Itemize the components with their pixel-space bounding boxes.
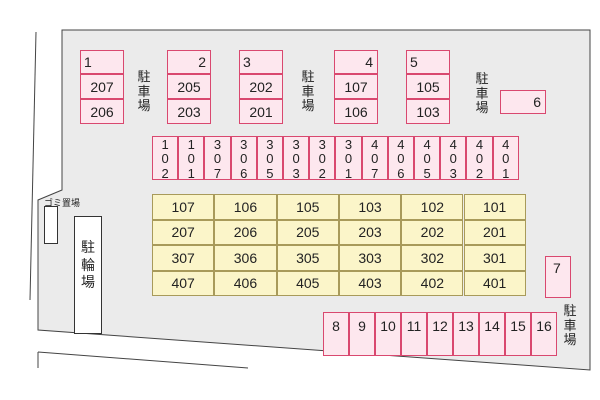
- parking-room-205: 205: [167, 74, 211, 99]
- parking-room-202: 202: [239, 74, 283, 99]
- room-105: 105: [276, 194, 339, 220]
- parking-slot-number: 7: [553, 260, 561, 276]
- parking-label-3: 駐車場: [475, 71, 489, 116]
- parking-slot-15: 15: [505, 312, 531, 356]
- room-307: 307: [152, 245, 215, 271]
- road-edge-bottom: [37, 351, 249, 369]
- garbage-area-label: ゴミ置場: [44, 198, 81, 208]
- parking-slot-10: 10: [375, 312, 401, 356]
- room-206: 206: [214, 219, 277, 245]
- parking-slot-number: 5: [410, 54, 418, 70]
- parking-slot-7: 7: [545, 256, 571, 298]
- bicycle-parking: 駐輪場: [74, 216, 102, 334]
- parking-label-1: 駐車場: [137, 69, 151, 114]
- room-403: 403: [338, 270, 402, 296]
- parking-room-105: 105: [406, 74, 450, 99]
- room-303: 303: [338, 245, 402, 271]
- room-402: 402: [401, 270, 464, 296]
- parking-slot-2: 2: [167, 50, 211, 74]
- parking-slot-3: 3: [239, 50, 283, 74]
- parking-slot-9: 9: [349, 312, 375, 356]
- room-301: 301: [463, 245, 526, 271]
- parking-slot-8: 8: [323, 312, 349, 356]
- room-101: 101: [463, 194, 526, 220]
- parking-slot-4: 4: [334, 50, 378, 74]
- parking-slot-number: 6: [533, 94, 541, 110]
- road-edge-left: [29, 31, 37, 301]
- room-203: 203: [338, 219, 402, 245]
- room-407: 407: [152, 270, 215, 296]
- bicycle-parking-label: 駐輪場: [81, 239, 95, 290]
- room-302: 302: [401, 245, 464, 271]
- parking-slot-11: 11: [401, 312, 427, 356]
- room-103: 103: [338, 194, 402, 220]
- parking-label-2: 駐車場: [301, 69, 315, 114]
- room-106: 106: [214, 194, 277, 220]
- parking-slot-number: 1: [84, 54, 92, 70]
- parking-label-4: 駐車場: [563, 303, 577, 348]
- parking-room-103: 103: [406, 99, 450, 124]
- parking-room-201: 201: [239, 99, 283, 124]
- parking-slot-5: 5: [406, 50, 450, 74]
- garbage-area: [44, 206, 58, 244]
- room-405: 405: [276, 270, 339, 296]
- room-107: 107: [152, 194, 215, 220]
- room-102: 102: [401, 194, 464, 220]
- parking-slot-14: 14: [479, 312, 505, 356]
- room-207: 207: [152, 219, 215, 245]
- parking-slot-12: 12: [427, 312, 453, 356]
- parking-slot-number: 4: [365, 54, 373, 70]
- parking-slot-13: 13: [453, 312, 479, 356]
- parking-slot-1: 1: [80, 50, 124, 74]
- parking-slot-number: 2: [198, 54, 206, 70]
- parking-slot-6: 6: [500, 90, 546, 114]
- room-202: 202: [401, 219, 464, 245]
- room-401: 401: [463, 270, 526, 296]
- room-406: 406: [214, 270, 277, 296]
- parking-slot-number: 3: [243, 54, 251, 70]
- room-306: 306: [214, 245, 277, 271]
- parking-room-207: 207: [80, 74, 124, 99]
- parking-room-203: 203: [167, 99, 211, 124]
- parking-slot-16: 16: [531, 312, 557, 356]
- parking-room-206: 206: [80, 99, 124, 124]
- parking-room-106: 106: [334, 99, 378, 124]
- room-305: 305: [276, 245, 339, 271]
- room-201: 201: [463, 219, 526, 245]
- parking-room-107: 107: [334, 74, 378, 99]
- room-205: 205: [276, 219, 339, 245]
